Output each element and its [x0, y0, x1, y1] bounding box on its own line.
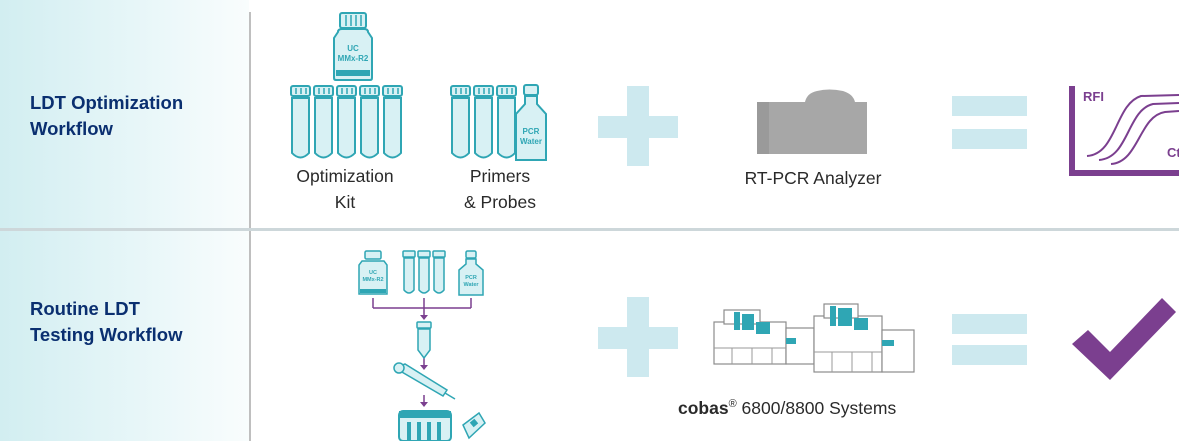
- vertical-divider: [249, 12, 251, 441]
- equals-sign: [952, 314, 1027, 334]
- graph-y-label: RFI: [1083, 89, 1104, 104]
- tube-icon: [290, 85, 403, 159]
- plus-sign-vertical: [627, 86, 649, 166]
- registered-mark: ®: [728, 398, 737, 411]
- row-label-routine: Routine LDT Testing Workflow: [30, 298, 183, 345]
- small-bottle-label-line1: UC: [369, 270, 377, 276]
- water-label-line1: PCR: [523, 127, 540, 136]
- equals-sign: [952, 96, 1027, 116]
- cobas-brand: cobas: [678, 398, 729, 418]
- bottle-icon: UC MMx-R2: [358, 250, 388, 295]
- cobas-system-icon: [713, 303, 915, 373]
- small-water-label-line1: PCR: [465, 275, 477, 281]
- water-bottle-icon: PCR Water: [515, 84, 547, 161]
- bottle-icon: UC MMx-R2: [333, 12, 373, 81]
- water-bottle-icon: PCR Water: [458, 250, 484, 296]
- plus-sign-vertical: [627, 297, 649, 377]
- row-background-routine: [0, 231, 249, 441]
- cartridge-icon: [398, 410, 486, 441]
- graph-x-label: Ct: [1167, 145, 1179, 160]
- horizontal-divider: [0, 228, 1179, 231]
- tube-icon: [416, 321, 432, 360]
- tube-icon: [450, 85, 517, 159]
- checkmark-icon: [1072, 298, 1176, 380]
- routine-workflow-icons: UC MMx-R2 PCR Water: [358, 250, 486, 441]
- small-bottle-label-line2: MMx-R2: [362, 277, 383, 283]
- bottle-label-line1: UC: [347, 44, 359, 53]
- bottle-label-line2: MMx-R2: [338, 54, 369, 63]
- equals-sign-lower: [952, 345, 1027, 365]
- row-background-optimization: [0, 0, 249, 228]
- cobas-systems-text: 6800/8800 Systems: [736, 398, 897, 418]
- equals-sign-lower: [952, 129, 1027, 149]
- analyzer-icon: [757, 89, 867, 154]
- small-water-label-line2: Water: [463, 282, 479, 288]
- primers-probes-caption: Primers & Probes: [464, 166, 536, 212]
- amplification-graph-icon: RFI Ct: [1069, 86, 1179, 176]
- row-label-optimization: LDT Optimization Workflow: [30, 92, 184, 139]
- analyzer-caption: RT-PCR Analyzer: [744, 168, 882, 188]
- cobas-systems-caption: cobas® 6800/8800 Systems: [678, 398, 968, 419]
- water-label-line2: Water: [520, 137, 542, 146]
- optimization-kit-caption: Optimization Kit: [296, 166, 394, 212]
- tube-icon: [402, 250, 446, 294]
- pipette-icon: [393, 362, 456, 400]
- connector-lines: [372, 298, 472, 407]
